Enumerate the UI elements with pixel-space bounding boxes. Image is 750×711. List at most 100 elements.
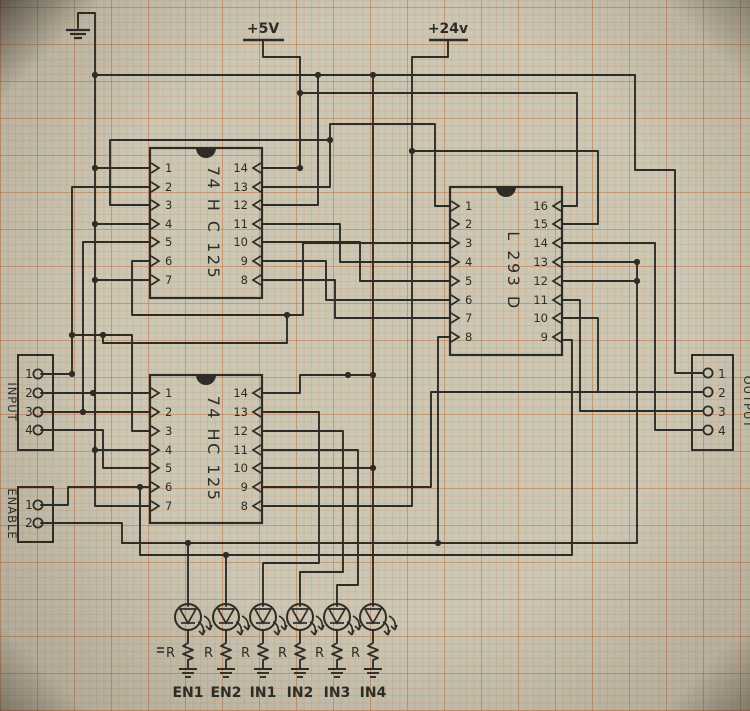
led-light-arrow-icon [315, 615, 325, 631]
led-triangle [327, 608, 347, 625]
pin-number: 5 [165, 461, 172, 475]
pin-number: 1 [465, 199, 472, 213]
pin-number: 1 [25, 367, 33, 381]
pin-number: 14 [233, 386, 248, 400]
junction-dot [633, 258, 641, 266]
pin-arrow-icon [450, 200, 461, 212]
pin-arrow-icon [251, 425, 262, 437]
pin-arrow-icon [450, 275, 461, 287]
resistor-label: R [241, 646, 250, 661]
pin-arrow-icon [150, 255, 161, 267]
resistor-icon [257, 641, 269, 663]
junction-dot [68, 370, 76, 378]
led-triangle [290, 608, 310, 625]
pin-number: 5 [165, 235, 172, 249]
pin-arrow-icon [251, 181, 262, 193]
pin-number: 4 [165, 217, 172, 231]
junction-dot [91, 446, 99, 454]
wire [131, 242, 451, 316]
led-light-arrow-icon [278, 615, 288, 631]
pin-number: 4 [465, 255, 472, 269]
wire [261, 279, 451, 319]
wire [261, 391, 599, 488]
led-icon [286, 603, 314, 631]
pin-number: 7 [465, 311, 472, 325]
pin-arrow-icon [150, 199, 161, 211]
resistor-label: R [315, 646, 324, 661]
led-label: EN1 [172, 685, 203, 701]
pin-number: 11 [233, 443, 248, 457]
led-label: IN4 [360, 685, 387, 701]
pin-number: 1 [25, 498, 33, 512]
pin-number: 7 [165, 273, 172, 287]
junction-dot [369, 371, 377, 379]
pin-arrow-icon [150, 500, 161, 512]
connector-pin-icon [702, 367, 714, 379]
wire [561, 339, 573, 556]
led-triangle [363, 608, 383, 625]
junction-dot [99, 331, 107, 339]
pin-number: 11 [533, 293, 548, 307]
pin-number: 3 [165, 424, 172, 438]
pin-arrow-icon [150, 425, 161, 437]
junction-dot [222, 551, 230, 559]
pin-number: 13 [533, 255, 548, 269]
wire [261, 39, 301, 169]
pin-number: 4 [25, 423, 33, 437]
power-symbols: +5V+24v [243, 21, 468, 42]
pin-number: 14 [233, 161, 248, 175]
pin-arrow-icon [450, 218, 461, 230]
pin-number: 4 [165, 443, 172, 457]
wire [261, 430, 344, 607]
resistor-icon [331, 641, 343, 663]
led-icon [174, 603, 202, 631]
pin-number: 13 [233, 180, 248, 194]
junction-dot [314, 71, 322, 79]
led-triangle [178, 608, 198, 625]
pin-number: 2 [718, 386, 726, 400]
pin-arrow-icon [450, 312, 461, 324]
pin-arrow-icon [551, 312, 562, 324]
pin-number: 2 [165, 180, 172, 194]
pin-arrow-icon [251, 500, 262, 512]
pin-number: 2 [25, 516, 33, 530]
ground-icon [66, 28, 90, 40]
ic-name: 74 H C 125 [204, 166, 223, 280]
pin-number: 11 [233, 217, 248, 231]
wire [634, 74, 703, 374]
pin-arrow-icon [251, 162, 262, 174]
pin-number: 2 [25, 386, 33, 400]
pin-number: 5 [465, 274, 472, 288]
led-light-arrow-icon [203, 615, 213, 631]
pin-arrow-icon [551, 218, 562, 230]
pin-arrow-icon [150, 481, 161, 493]
pin-number: 10 [233, 235, 248, 249]
resistor-label: R [204, 646, 213, 661]
wire [561, 299, 703, 412]
pin-number: 1 [165, 161, 172, 175]
plus24v-label: +24v [428, 21, 468, 37]
led-label: IN2 [287, 685, 314, 701]
junction-dot [91, 71, 99, 79]
pin-number: 15 [533, 217, 548, 231]
pin-number: 4 [718, 424, 726, 438]
junction-dot [633, 277, 641, 285]
pin-arrow-icon [551, 256, 562, 268]
connector-label: INPUT [5, 382, 19, 421]
pin-number: 3 [718, 405, 726, 419]
pin-arrow-icon [251, 236, 262, 248]
led-icon [359, 603, 387, 631]
wire [77, 12, 96, 76]
connector-body [691, 354, 734, 451]
pin-arrow-icon [551, 331, 562, 343]
pin-number: 3 [165, 198, 172, 212]
ic-notch-icon [196, 375, 216, 385]
connector-body [17, 486, 54, 543]
resistor-icon [294, 641, 306, 663]
junction-dot [79, 408, 87, 416]
wire [261, 411, 320, 607]
pin-number: 13 [233, 405, 248, 419]
